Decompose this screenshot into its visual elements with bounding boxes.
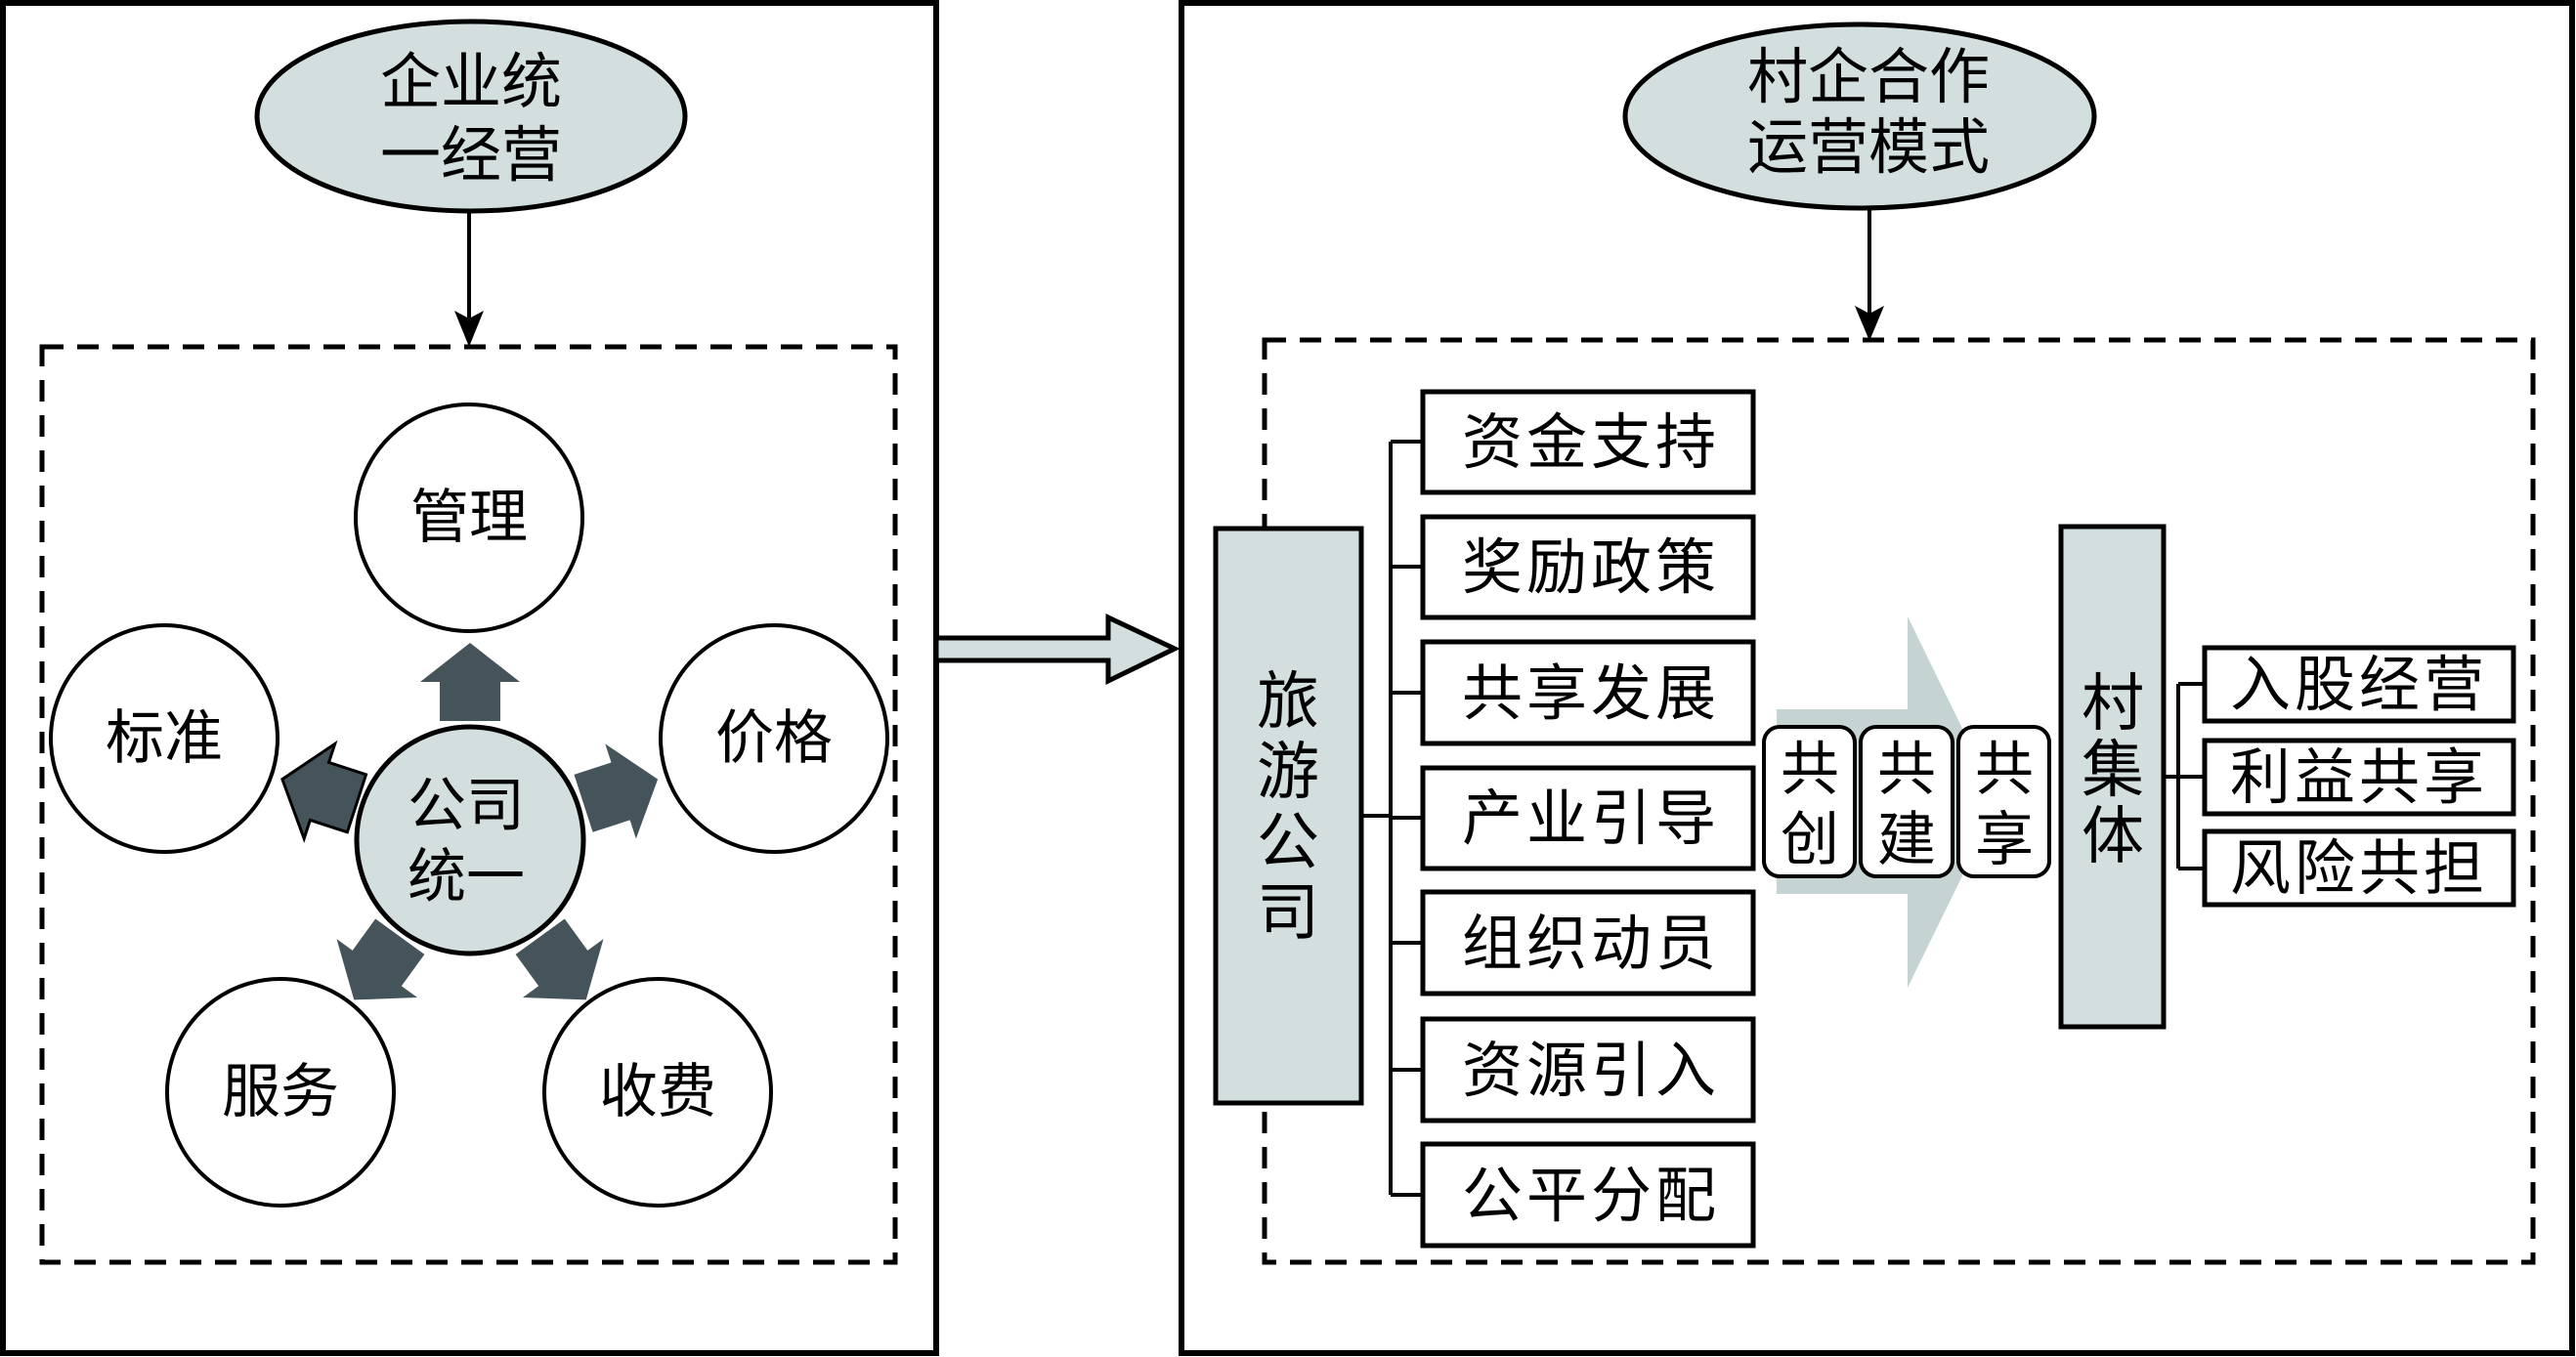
village-box: [2058, 524, 2167, 1030]
satellite-circle: [354, 403, 584, 633]
co-principle-char: 共: [1975, 736, 2034, 804]
company-item: 共享发展: [1420, 639, 1756, 746]
company-item: 产业引导: [1420, 765, 1756, 871]
company-item: 组织动员: [1420, 889, 1756, 997]
company-char: 游: [1257, 737, 1319, 809]
satellite-management: 管理: [354, 403, 584, 633]
right-title-node: 村企合作 运营模式: [1622, 21, 2097, 211]
company-item-label: 奖励政策: [1462, 531, 1720, 603]
company-item-label: 组织动员: [1462, 908, 1720, 979]
company-item-label: 资源引入: [1462, 1035, 1720, 1106]
satellite-standard: 标准: [49, 623, 279, 854]
company-item: 公平分配: [1420, 1141, 1756, 1249]
company-item: 资源引入: [1420, 1016, 1756, 1124]
satellite-circle: [659, 623, 889, 854]
left-title-line-2: 一经营: [380, 119, 562, 191]
company-char: 旅: [1257, 666, 1319, 739]
left-title-line-1: 企业统: [380, 46, 562, 117]
satellite-service: 服务: [165, 977, 396, 1208]
co-principle-char: 共: [1781, 736, 1839, 804]
left-panel: 企业统 一经营 管理 价格 收费 服务 标准: [0, 0, 939, 1356]
satellite-price: 价格: [659, 623, 889, 854]
village-item-label: 利益共享: [2230, 742, 2488, 813]
co-principle-create: 共 创: [1762, 725, 1857, 878]
panel-connector-arrow-icon: [933, 614, 1181, 685]
company-char: 司: [1257, 877, 1319, 950]
right-title-line-2: 运营模式: [1747, 111, 1990, 183]
co-principle-build: 共 建: [1859, 725, 1954, 878]
left-dashed-container: [39, 344, 898, 1265]
satellite-fee: 收费: [542, 977, 773, 1208]
company-item-label: 共享发展: [1462, 657, 1720, 729]
right-panel-frame: [1179, 0, 2575, 1356]
satellite-label: 收费: [599, 1058, 716, 1126]
center-circle: [354, 724, 586, 956]
co-principle-char: 建: [1877, 806, 1936, 874]
arrow-to-fee-icon: [515, 918, 604, 1000]
arrow-to-management-icon: [420, 643, 520, 721]
center-line-1: 公司: [408, 772, 525, 840]
village-item-label: 入股经营: [2230, 649, 2488, 720]
company-box: [1213, 526, 1364, 1106]
company-item-label: 产业引导: [1462, 783, 1720, 854]
left-title-node: 企业统 一经营: [254, 19, 688, 214]
company-items: 资金支持 奖励政策 共享发展 产业引导 组织动员 资源引入: [1420, 389, 1756, 1249]
left-down-arrow: [454, 211, 484, 347]
village-item: 风险共担: [2202, 828, 2516, 908]
company-node: 旅 游 公 司: [1213, 526, 1364, 1106]
satellite-label: 服务: [222, 1058, 339, 1126]
radial-arrows: [280, 643, 659, 1000]
right-title-line-1: 村企合作: [1747, 41, 1990, 112]
village-char: 集: [2082, 735, 2144, 807]
village-bracket: [2164, 682, 2205, 870]
company-item-label: 公平分配: [1462, 1160, 1720, 1231]
village-items: 入股经营 利益共享 风险共担: [2202, 645, 2516, 908]
company-item: 资金支持: [1420, 389, 1756, 495]
satellite-label: 价格: [715, 704, 833, 773]
village-item: 入股经营: [2202, 645, 2516, 724]
arrow-to-price-icon: [574, 743, 659, 839]
left-down-arrow-head: [454, 311, 484, 347]
arrow-to-standard-icon: [280, 740, 368, 844]
company-char: 公: [1257, 807, 1319, 879]
co-principle-char: 享: [1975, 806, 2034, 874]
center-node: 公司 统一: [354, 724, 586, 956]
co-principle-char: 创: [1781, 806, 1839, 874]
satellite-label: 管理: [410, 484, 528, 552]
village-char: 村: [2082, 668, 2144, 741]
co-principle-share: 共 享: [1956, 725, 2051, 878]
right-title-ellipse: [1622, 21, 2097, 211]
right-down-arrow-head: [1855, 306, 1884, 341]
village-char: 体: [2082, 801, 2144, 873]
satellite-label: 标准: [106, 704, 223, 773]
company-item-label: 资金支持: [1462, 406, 1720, 478]
village-item-label: 风险共担: [2230, 832, 2488, 904]
village-node: 村 集 体: [2058, 524, 2167, 1030]
village-item: 利益共享: [2202, 738, 2516, 817]
right-panel: 村企合作 运营模式 旅 游 公 司: [1179, 0, 2575, 1356]
satellite-circle: [49, 623, 279, 854]
right-down-arrow: [1855, 208, 1884, 341]
co-principle-char: 共: [1877, 736, 1936, 804]
company-bracket: [1361, 440, 1423, 1197]
center-line-2: 统一: [408, 843, 525, 912]
arrow-to-service-icon: [336, 918, 425, 1000]
satellite-circle: [542, 977, 773, 1208]
left-panel-frame: [0, 0, 939, 1356]
satellite-circle: [165, 977, 396, 1208]
co-principles: 共 创 共 建 共 享: [1762, 725, 2051, 878]
company-item: 奖励政策: [1420, 514, 1756, 620]
